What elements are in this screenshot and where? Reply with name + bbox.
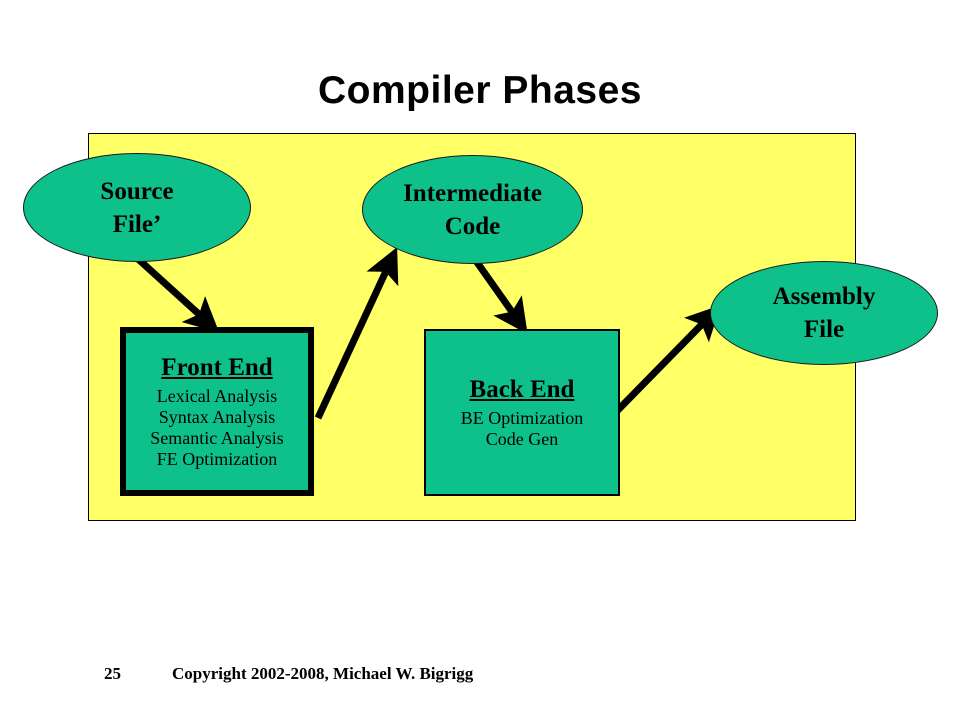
node-source-file[interactable]: Source File’ bbox=[23, 153, 251, 262]
node-source-file-line-2: File’ bbox=[112, 210, 162, 238]
page-title: Compiler Phases bbox=[318, 69, 642, 112]
node-assembly-file-line-1: Assembly bbox=[772, 283, 876, 310]
copyright-notice: Copyright 2002-2008, Michael W. Bigrigg bbox=[172, 664, 474, 683]
slide-footer: 25 Copyright 2002-2008, Michael W. Bigri… bbox=[104, 664, 473, 688]
node-intermediate-code-line-1: Intermediate bbox=[403, 179, 542, 207]
node-front-end-line-2: Syntax Analysis bbox=[158, 407, 276, 427]
node-assembly-file-line-2: File bbox=[803, 316, 845, 343]
node-back-end-line-1: BE Optimization bbox=[460, 408, 584, 428]
node-assembly-file[interactable]: Assembly File bbox=[710, 261, 938, 365]
node-source-file-line-1: Source bbox=[100, 177, 174, 205]
node-front-end-line-3: Semantic Analysis bbox=[150, 428, 284, 448]
node-front-end[interactable]: Front End Lexical Analysis Syntax Analys… bbox=[120, 327, 314, 496]
page-number: 25 bbox=[104, 664, 121, 683]
node-back-end-title: Back End bbox=[469, 376, 575, 403]
node-front-end-title: Front End bbox=[161, 354, 273, 381]
node-front-end-line-4: FE Optimization bbox=[156, 449, 278, 469]
node-back-end-line-2: Code Gen bbox=[485, 429, 559, 449]
node-back-end[interactable]: Back End BE Optimization Code Gen bbox=[424, 329, 620, 496]
node-intermediate-code-line-2: Code bbox=[444, 212, 501, 240]
node-intermediate-code[interactable]: Intermediate Code bbox=[362, 155, 583, 264]
node-front-end-line-1: Lexical Analysis bbox=[156, 386, 278, 406]
